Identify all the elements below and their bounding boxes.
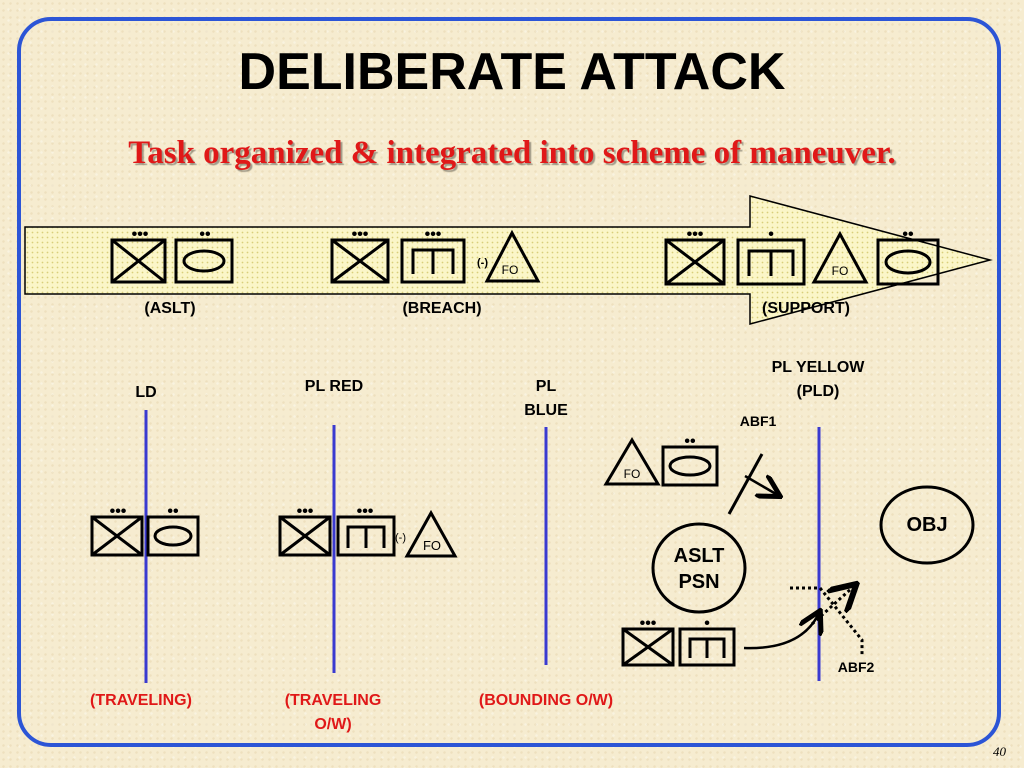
pl-red-label: PL RED xyxy=(304,378,364,395)
red-infantry-symbol: ••• xyxy=(278,503,332,557)
svg-text:••: •• xyxy=(684,433,696,450)
support-infantry-symbol: ••• xyxy=(664,226,726,286)
objective-label: OBJ xyxy=(906,514,948,536)
bounding-ow-label: (BOUNDING O/W) xyxy=(478,692,614,709)
pl-blue-label: PL BLUE xyxy=(524,378,568,419)
traveling-label: (TRAVELING) xyxy=(90,692,192,709)
support-engineer-symbol: • xyxy=(736,226,806,286)
ld-armor-symbol: •• xyxy=(146,503,200,557)
svg-text:••: •• xyxy=(199,226,211,243)
abf2-label: ABF2 xyxy=(837,659,875,675)
slide-subtitle: Task organized & integrated into scheme … xyxy=(128,135,896,171)
abf2-engineer-symbol: • xyxy=(678,615,736,667)
breach-infantry-symbol: ••• xyxy=(330,226,390,284)
abf2-movement-arrow xyxy=(743,615,818,650)
breach-group-label: (BREACH) xyxy=(402,300,482,317)
svg-text:FO: FO xyxy=(624,467,641,481)
support-fo-symbol: FO xyxy=(811,230,869,284)
slide-title: DELIBERATE ATTACK xyxy=(238,43,786,101)
aslt-group-label: (ASLT) xyxy=(144,300,196,317)
aslt-armor-symbol: •• xyxy=(174,226,234,284)
red-reduced-label: (-) xyxy=(395,532,406,544)
svg-text:FO: FO xyxy=(423,538,441,553)
support-armor-symbol: •• xyxy=(876,226,940,286)
support-group-label: (SUPPORT) xyxy=(762,300,850,317)
aslt-infantry-symbol: ••• xyxy=(110,226,167,284)
svg-text:FO: FO xyxy=(502,263,519,277)
abf1-armor-symbol: •• xyxy=(661,433,719,487)
svg-text:•: • xyxy=(704,615,710,632)
traveling-ow-label: (TRAVELING O/W) xyxy=(284,692,382,733)
abf2-position-marker xyxy=(790,588,864,655)
abf1-fo-symbol: FO xyxy=(603,437,661,486)
red-engineer-symbol: ••• xyxy=(336,503,396,557)
breach-reduced-label: (-) xyxy=(477,257,488,269)
red-fo-symbol: FO xyxy=(404,509,458,558)
abf2-infantry-symbol: ••• xyxy=(621,615,675,667)
page-number: 40 xyxy=(993,744,1006,759)
breach-fo-symbol: FO xyxy=(484,229,541,283)
maneuver-arrow xyxy=(24,195,993,325)
svg-text:••: •• xyxy=(902,226,914,243)
svg-text:•: • xyxy=(768,226,774,243)
svg-text:FO: FO xyxy=(832,264,849,278)
objective-oval xyxy=(879,485,975,565)
ld-label: LD xyxy=(135,384,157,401)
assault-position-oval xyxy=(651,522,747,614)
ld-infantry-symbol: ••• xyxy=(90,503,144,557)
abf1-label: ABF1 xyxy=(739,413,777,429)
pl-yellow-label: PL YELLOW (PLD) xyxy=(771,359,865,400)
breach-engineer-symbol: ••• xyxy=(400,226,466,284)
assault-position-label: ASLT PSN xyxy=(673,545,725,593)
abf1-position-marker xyxy=(727,453,776,515)
svg-text:••: •• xyxy=(167,503,179,520)
slide-frame xyxy=(17,17,1001,747)
